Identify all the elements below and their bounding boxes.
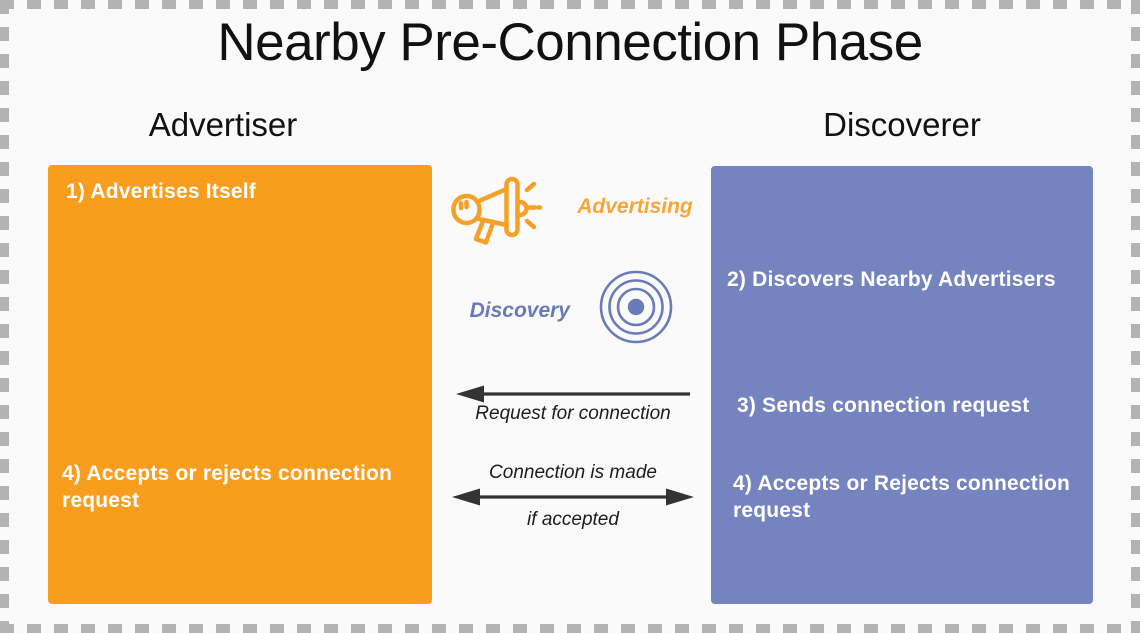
dashed-border-top	[0, 0, 1140, 9]
discoverer-header: Discoverer	[823, 106, 981, 143]
advertising-label: Advertising	[577, 195, 693, 218]
dashed-border-bottom	[0, 624, 1140, 633]
discovery-label: Discovery	[469, 299, 570, 322]
connection-made-label: Connection is made	[489, 462, 657, 483]
advertiser-step-1: 1) Advertises Itself	[66, 180, 256, 203]
discoverer-step-2: 2) Discovers Nearby Advertisers	[727, 268, 1056, 291]
discoverer-step-3: 3) Sends connection request	[737, 394, 1030, 417]
connection-double-arrow	[452, 488, 694, 506]
request-arrow-label: Request for connection	[475, 403, 671, 424]
megaphone-icon	[451, 176, 543, 245]
discoverer-box: 2) Discovers Nearby Advertisers 3) Sends…	[711, 166, 1093, 604]
discoverer-step-4: 4) Accepts or Rejects connection request	[733, 472, 1071, 522]
request-connection-arrow	[456, 385, 690, 403]
radar-concentric-circles-icon	[599, 270, 673, 344]
advertiser-header: Advertiser	[148, 106, 298, 143]
advertiser-step-4: 4) Accepts or rejects connection request	[62, 462, 393, 512]
page-title: Nearby Pre-Connection Phase	[217, 13, 923, 72]
dashed-border-left	[0, 0, 9, 633]
if-accepted-label: if accepted	[527, 509, 619, 530]
dashed-border-right	[1131, 0, 1140, 633]
advertiser-box: 1) Advertises Itself 4) Accepts or rejec…	[48, 165, 432, 604]
